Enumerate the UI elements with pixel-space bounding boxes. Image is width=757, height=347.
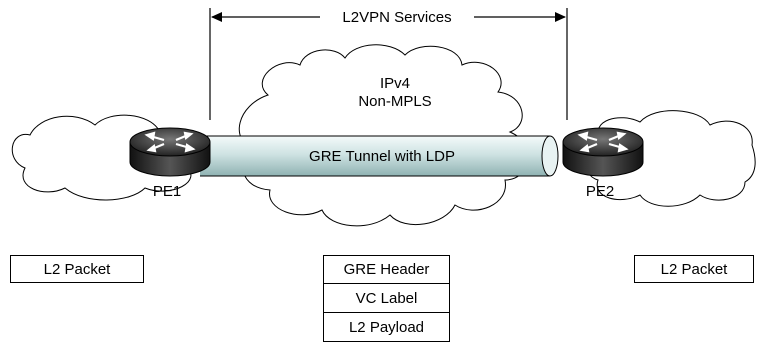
right-arrowhead-icon xyxy=(555,12,566,22)
core-cloud-line1: IPv4 xyxy=(380,75,410,92)
encap-gre-header: GRE Header xyxy=(323,255,450,284)
pe1-router-icon xyxy=(129,127,211,177)
pe2-label: PE2 xyxy=(586,183,614,200)
encap-l2-payload: L2 Payload xyxy=(323,313,450,342)
core-cloud-line2: Non-MPLS xyxy=(358,93,431,110)
pe1-label: PE1 xyxy=(153,183,181,200)
left-l2-packet-box: L2 Packet xyxy=(10,255,144,283)
left-arrowhead-icon xyxy=(211,12,222,22)
gre-tunnel xyxy=(200,135,559,177)
services-label: L2VPN Services xyxy=(342,9,451,26)
services-span xyxy=(209,8,568,120)
encap-vc-label: VC Label xyxy=(323,284,450,313)
core-cloud xyxy=(238,44,529,227)
pe2-router-icon xyxy=(562,127,644,177)
tunnel-label: GRE Tunnel with LDP xyxy=(309,148,455,165)
right-l2-packet-box: L2 Packet xyxy=(634,255,754,283)
